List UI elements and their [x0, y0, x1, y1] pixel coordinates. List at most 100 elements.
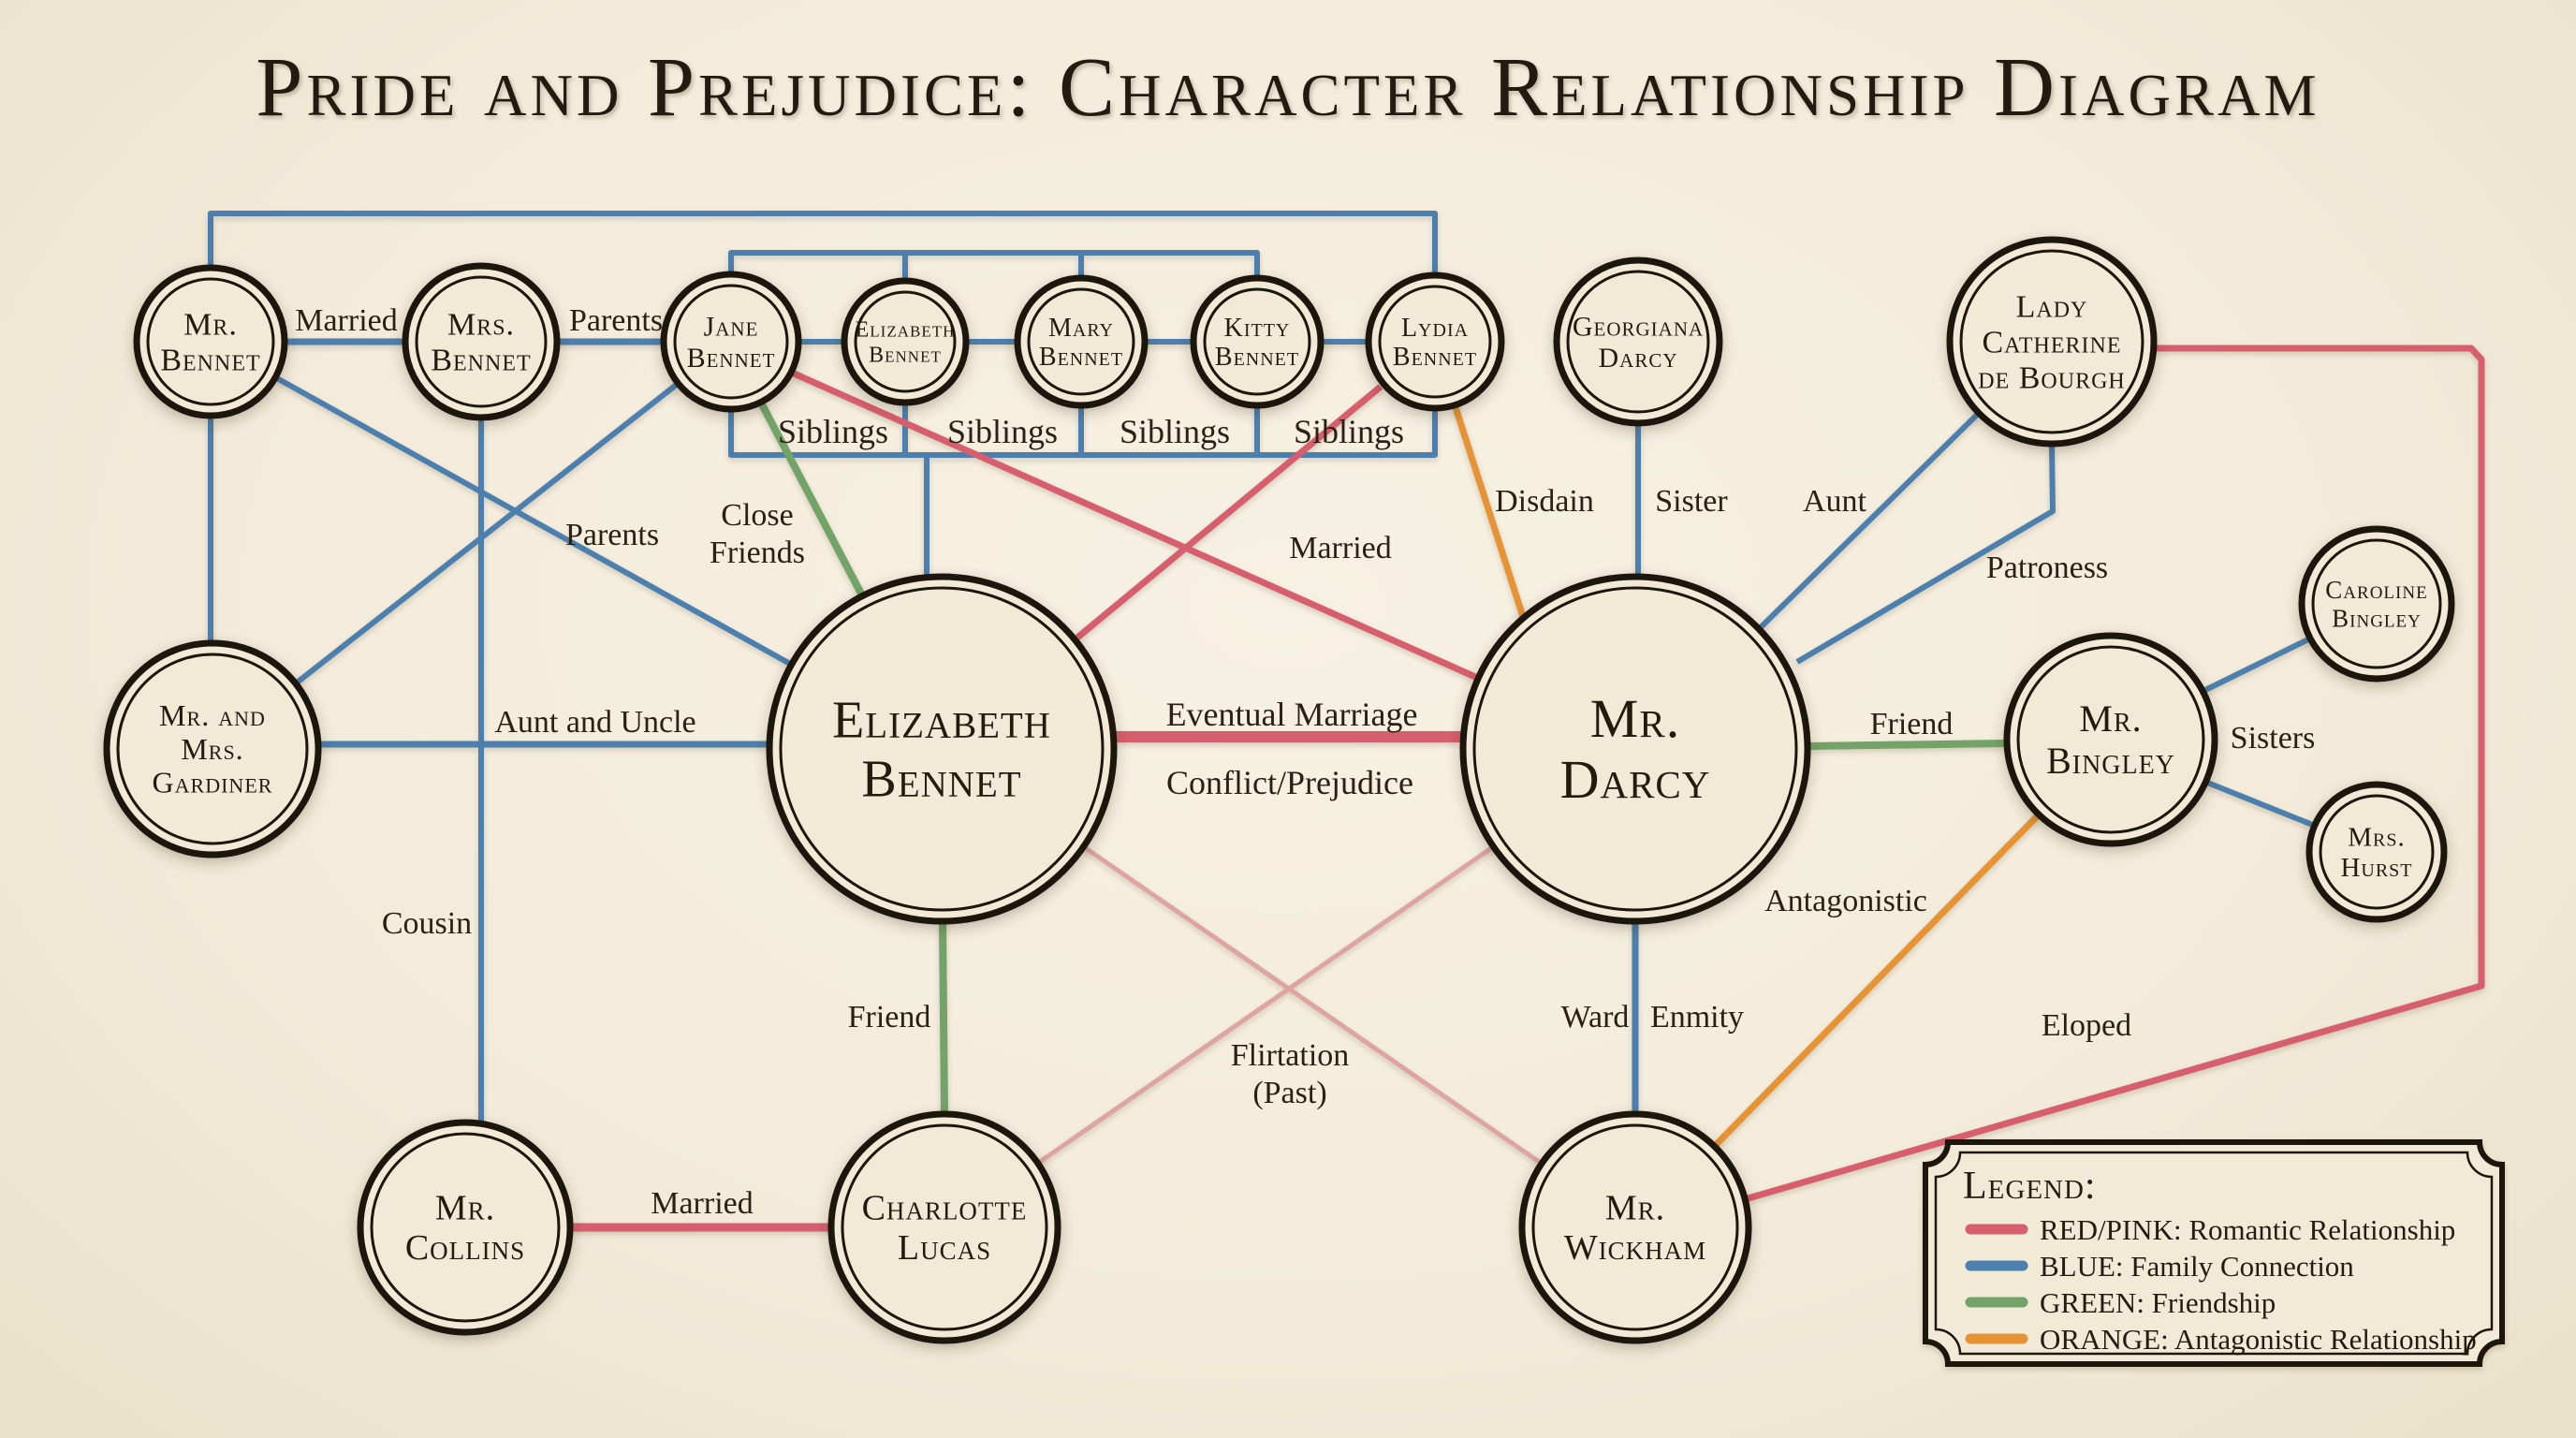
edge-elizabeth-charlotte-friend [939, 921, 948, 1114]
node-label-mr-bennet: Mr. [183, 308, 238, 343]
label-disdain: Disdain [1495, 484, 1594, 519]
node-label-lady-catherine: Catherine [1983, 326, 2122, 360]
node-label-kitty-bennet: Kitty [1224, 314, 1291, 343]
legend-frame-inner [1934, 1151, 2494, 1356]
edge-rail-siblings-top [728, 250, 1260, 280]
label-parents-top: Parents [569, 303, 663, 338]
edge-wickham-bingley-antagonistic [1710, 810, 2043, 1151]
node-label-lady-catherine: de Bourgh [1978, 361, 2126, 396]
node-label-charlotte-lucas: Lucas [898, 1228, 991, 1268]
label-aunt-and-uncle: Aunt and Uncle [494, 705, 695, 740]
node-label-mrs-hurst: Hurst [2340, 853, 2412, 883]
label-siblings-4: Siblings [1294, 413, 1404, 450]
node-label-mary-bennet: Bennet [1039, 343, 1123, 372]
node-label-kitty-bennet: Bennet [1215, 343, 1299, 372]
edge-bingley-caroline-sisters [2202, 635, 2314, 694]
edge-darcy-ladycatherine-aunt [1756, 412, 1980, 632]
node-label-elizabeth-bennet: Elizabeth [832, 692, 1051, 750]
edges [208, 211, 2485, 1232]
label-married-bennets: Married [295, 303, 398, 338]
label-conflict-prejudice: Conflict/Prejudice [1166, 764, 1413, 801]
label-siblings-3: Siblings [1120, 413, 1230, 450]
node-mr-darcy: Mr.Darcy [1459, 573, 1811, 925]
node-label-gardiners: Mrs. [181, 732, 243, 766]
node-label-elizabeth-bennet-small: Bennet [869, 344, 942, 368]
node-label-mr-bingley: Bingley [2046, 740, 2175, 782]
node-mr-bennet: Mr.Bennet [133, 264, 288, 419]
label-patroness: Patroness [1986, 550, 2108, 585]
legend-frame-outer [1923, 1139, 2505, 1367]
label-flirtation-past: Flirtation [1231, 1038, 1350, 1073]
label-close-friends: Close [721, 498, 793, 533]
label-cousin: Cousin [382, 906, 472, 941]
edge-bingley-hurst-sisters [2203, 779, 2317, 829]
label-flirtation-past: (Past) [1252, 1076, 1326, 1110]
edge-jane-gardiner [294, 380, 681, 686]
legend-item-label: BLUE: Family Connection [2040, 1250, 2354, 1283]
edge-lydia-darcy-disdain [1451, 403, 1530, 627]
node-label-georgiana-darcy: Georgiana [1573, 311, 1704, 342]
node-mr-wickham: Mr.Wickham [1518, 1110, 1752, 1344]
label-married-lydia: Married [1289, 531, 1392, 565]
node-label-mr-wickham: Wickham [1564, 1228, 1706, 1268]
label-sister: Sister [1655, 484, 1728, 519]
node-label-jane-bennet: Bennet [687, 343, 776, 374]
node-label-elizabeth-bennet-small: Elizabeth [856, 318, 956, 343]
edge-ladycatherine-wickham-eloped [1744, 345, 2485, 1203]
page-title: Pride and Prejudice: Character Relations… [256, 41, 2320, 134]
edge-darcy-ladycatherine-patroness [1795, 445, 2056, 665]
legend-title: Legend: [1963, 1165, 2097, 1208]
label-enmity: Enmity [1650, 1000, 1744, 1034]
label-aunt: Aunt [1803, 484, 1867, 519]
edge-rail-parents-top [208, 211, 1438, 277]
node-label-caroline-bingley: Bingley [2332, 604, 2422, 632]
node-mrs-hurst: Mrs.Hurst [2305, 781, 2448, 923]
node-label-lady-catherine: Lady [2016, 289, 2088, 324]
edge-jane-elizabeth-closefriends [757, 401, 866, 597]
node-label-lydia-bennet: Bennet [1393, 343, 1477, 372]
node-label-mr-bingley: Mr. [2079, 697, 2142, 740]
nodes: Mr.BennetMrs.BennetJaneBennetElizabethBe… [103, 236, 2455, 1344]
legend: Legend: RED/PINK: Romantic RelationshipBL… [1923, 1139, 2505, 1367]
edge-mrbennet-elizabeth-parents [273, 374, 792, 667]
label-eventual-marriage: Eventual Marriage [1166, 696, 1418, 733]
edge-elizabeth-wickham-flirtation [1081, 844, 1544, 1167]
label-eloped: Eloped [2042, 1008, 2131, 1043]
node-label-georgiana-darcy: Darcy [1598, 343, 1677, 374]
node-label-mr-collins: Mr. [435, 1189, 495, 1228]
label-friend-bingley: Friend [1870, 707, 1954, 741]
label-ward: Ward [1561, 1000, 1630, 1034]
node-label-lydia-bennet: Lydia [1401, 314, 1469, 343]
edge-lydia-elizabeth-married [1075, 384, 1383, 640]
edge-jane-darcy-married [790, 369, 1477, 681]
label-married-collins: Married [651, 1186, 754, 1221]
legend-item-label: ORANGE: Antagonistic Relationship [2040, 1323, 2477, 1356]
label-siblings-2: Siblings [947, 413, 1058, 450]
node-label-mrs-bennet: Bennet [431, 344, 531, 378]
node-label-mr-wickham: Mr. [1605, 1189, 1665, 1228]
node-label-gardiners: Gardiner [153, 766, 273, 800]
label-siblings-1: Siblings [778, 413, 888, 450]
label-friend-charlotte: Friend [848, 1000, 931, 1034]
node-mr-collins: Mr.Collins [357, 1119, 574, 1336]
node-label-gardiners: Mr. and [159, 698, 266, 732]
node-mrs-bennet: Mrs.Bennet [402, 262, 561, 421]
legend-item-label: RED/PINK: Romantic Relationship [2040, 1213, 2455, 1246]
node-label-mr-collins: Collins [405, 1228, 525, 1268]
node-label-mr-darcy: Mr. [1590, 688, 1680, 749]
node-label-mr-bennet: Bennet [160, 344, 260, 378]
edge-darcy-bingley-friend [1806, 740, 2007, 750]
node-label-mrs-hurst: Mrs. [2348, 823, 2406, 853]
